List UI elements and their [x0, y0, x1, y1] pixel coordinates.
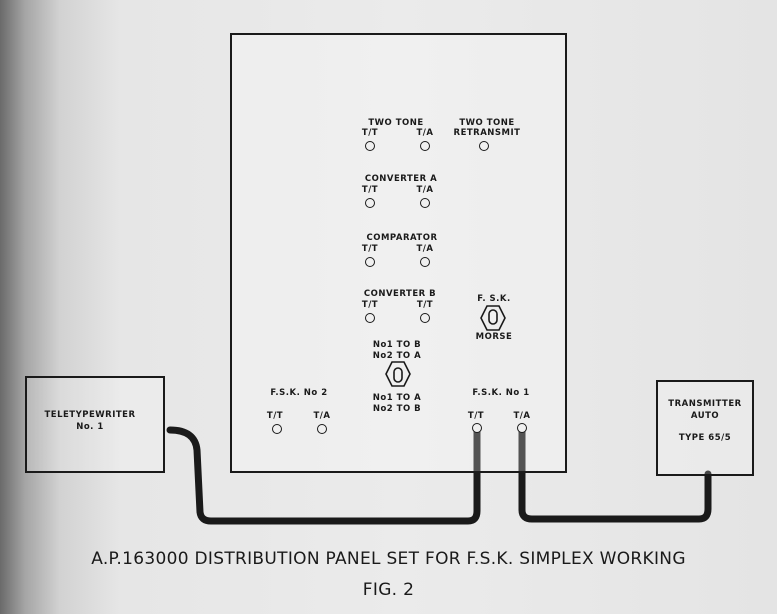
- converter-a-ta-jack[interactable]: [420, 198, 430, 208]
- routing-label-1: No1 TO B: [372, 340, 422, 350]
- transmitter-box: [656, 380, 754, 476]
- converter-b-tt-label: T/T: [361, 300, 379, 310]
- teletypewriter-label-2: No. 1: [76, 422, 104, 432]
- two-tone-ta-label: T/A: [416, 128, 434, 138]
- converter-b-label: CONVERTER B: [363, 289, 437, 299]
- fsk2-tt-label: T/T: [266, 411, 284, 421]
- fsk1-tt-label: T/T: [467, 411, 485, 421]
- comparator-label: COMPARATOR: [366, 233, 438, 243]
- fsk1-label: F.S.K. No 1: [472, 388, 530, 398]
- two-tone-tt-jack[interactable]: [365, 141, 375, 151]
- two-tone-retransmit-label-2: RETRANSMIT: [453, 128, 521, 138]
- fsk2-ta-label: T/A: [313, 411, 331, 421]
- converter-a-label: CONVERTER A: [364, 174, 438, 184]
- two-tone-retransmit-label-1: TWO TONE: [459, 118, 515, 128]
- converter-a-tt-label: T/T: [361, 185, 379, 195]
- fsk2-ta-jack[interactable]: [317, 424, 327, 434]
- transmitter-label-1: TRANSMITTER: [668, 399, 742, 409]
- teletypewriter-label-1: TELETYPEWRITER: [44, 410, 136, 420]
- figure-number: FIG. 2: [362, 580, 415, 600]
- comparator-ta-label: T/A: [416, 244, 434, 254]
- routing-toggle-switch[interactable]: [384, 360, 412, 388]
- converter-b-ta-jack[interactable]: [420, 313, 430, 323]
- teletypewriter-box: [25, 376, 165, 473]
- fsk2-tt-jack[interactable]: [272, 424, 282, 434]
- fsk-morse-switch-top-label: F. S.K.: [477, 294, 511, 304]
- transmitter-label-2: AUTO: [690, 411, 720, 421]
- two-tone-tt-label: T/T: [361, 128, 379, 138]
- comparator-tt-jack[interactable]: [365, 257, 375, 267]
- converter-a-tt-jack[interactable]: [365, 198, 375, 208]
- figure-caption: A.P.163000 DISTRIBUTION PANEL SET FOR F.…: [91, 549, 686, 569]
- converter-a-ta-label: T/A: [416, 185, 434, 195]
- routing-label-4: No2 TO B: [372, 404, 422, 414]
- converter-b-tt-jack[interactable]: [365, 313, 375, 323]
- comparator-ta-jack[interactable]: [420, 257, 430, 267]
- fsk1-tt-jack[interactable]: [472, 423, 482, 433]
- two-tone-retransmit-jack[interactable]: [479, 141, 489, 151]
- distribution-panel: [230, 33, 567, 473]
- fsk2-label: F.S.K. No 2: [270, 388, 328, 398]
- transmitter-label-3: TYPE 65/5: [678, 433, 732, 443]
- cable-fsk1-ta-to-transmitter: [518, 424, 712, 523]
- two-tone-ta-jack[interactable]: [420, 141, 430, 151]
- fsk1-ta-label: T/A: [513, 411, 531, 421]
- routing-label-2: No2 TO A: [372, 351, 422, 361]
- fsk1-ta-jack[interactable]: [517, 423, 527, 433]
- two-tone-label: TWO TONE: [368, 118, 424, 128]
- converter-b-ta-label: T/T: [416, 300, 434, 310]
- fsk-morse-toggle-switch[interactable]: [479, 304, 507, 332]
- routing-label-3: No1 TO A: [372, 393, 422, 403]
- comparator-tt-label: T/T: [361, 244, 379, 254]
- fsk-morse-switch-bottom-label: MORSE: [475, 332, 513, 342]
- cable-teletypewriter-to-fsk1-tt: [166, 424, 481, 525]
